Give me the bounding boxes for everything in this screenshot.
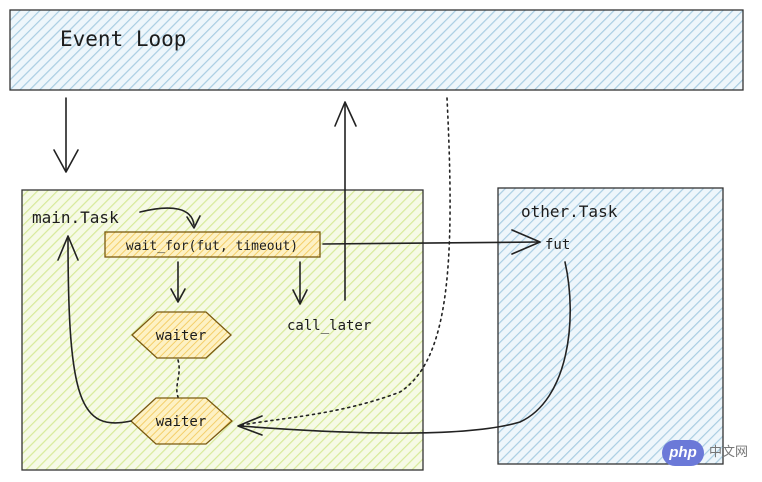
watermark-text: 中文网: [709, 445, 749, 460]
event-loop-box: Event Loop: [9, 9, 744, 91]
waiter-bottom-node: waiter: [130, 397, 233, 445]
php-watermark: php 中文网: [662, 436, 754, 470]
wait-for-node: wait_for(fut, timeout): [104, 231, 321, 258]
waiter-bottom-label: waiter: [156, 414, 207, 430]
waiter-top-label: waiter: [156, 328, 207, 344]
arrow-wait-for-to-waiter: [170, 261, 186, 303]
arrow-fut-to-waiter: [237, 261, 571, 436]
other-task-label: other.Task: [521, 202, 618, 221]
arrow-waiter-to-main: [57, 235, 132, 424]
arrow-call-later-to-loop: [334, 101, 357, 301]
php-logo: php: [662, 440, 704, 466]
call-later-label: call_later: [287, 318, 371, 334]
arrow-loop-to-main: [53, 97, 79, 173]
dotted-waiter-link: [176, 359, 180, 398]
wait-for-label: wait_for(fut, timeout): [126, 239, 298, 254]
other-task-box: other.Task: [497, 187, 724, 465]
fut-label: fut: [545, 237, 570, 253]
arrow-wait-for-to-call-later: [292, 261, 308, 305]
main-task-label: main.Task: [32, 208, 119, 227]
arrow-main-to-wait-for: [139, 207, 201, 229]
event-loop-label: Event Loop: [60, 27, 186, 51]
arrow-wait-for-to-fut: [322, 229, 541, 255]
waiter-top-node: waiter: [131, 311, 232, 359]
